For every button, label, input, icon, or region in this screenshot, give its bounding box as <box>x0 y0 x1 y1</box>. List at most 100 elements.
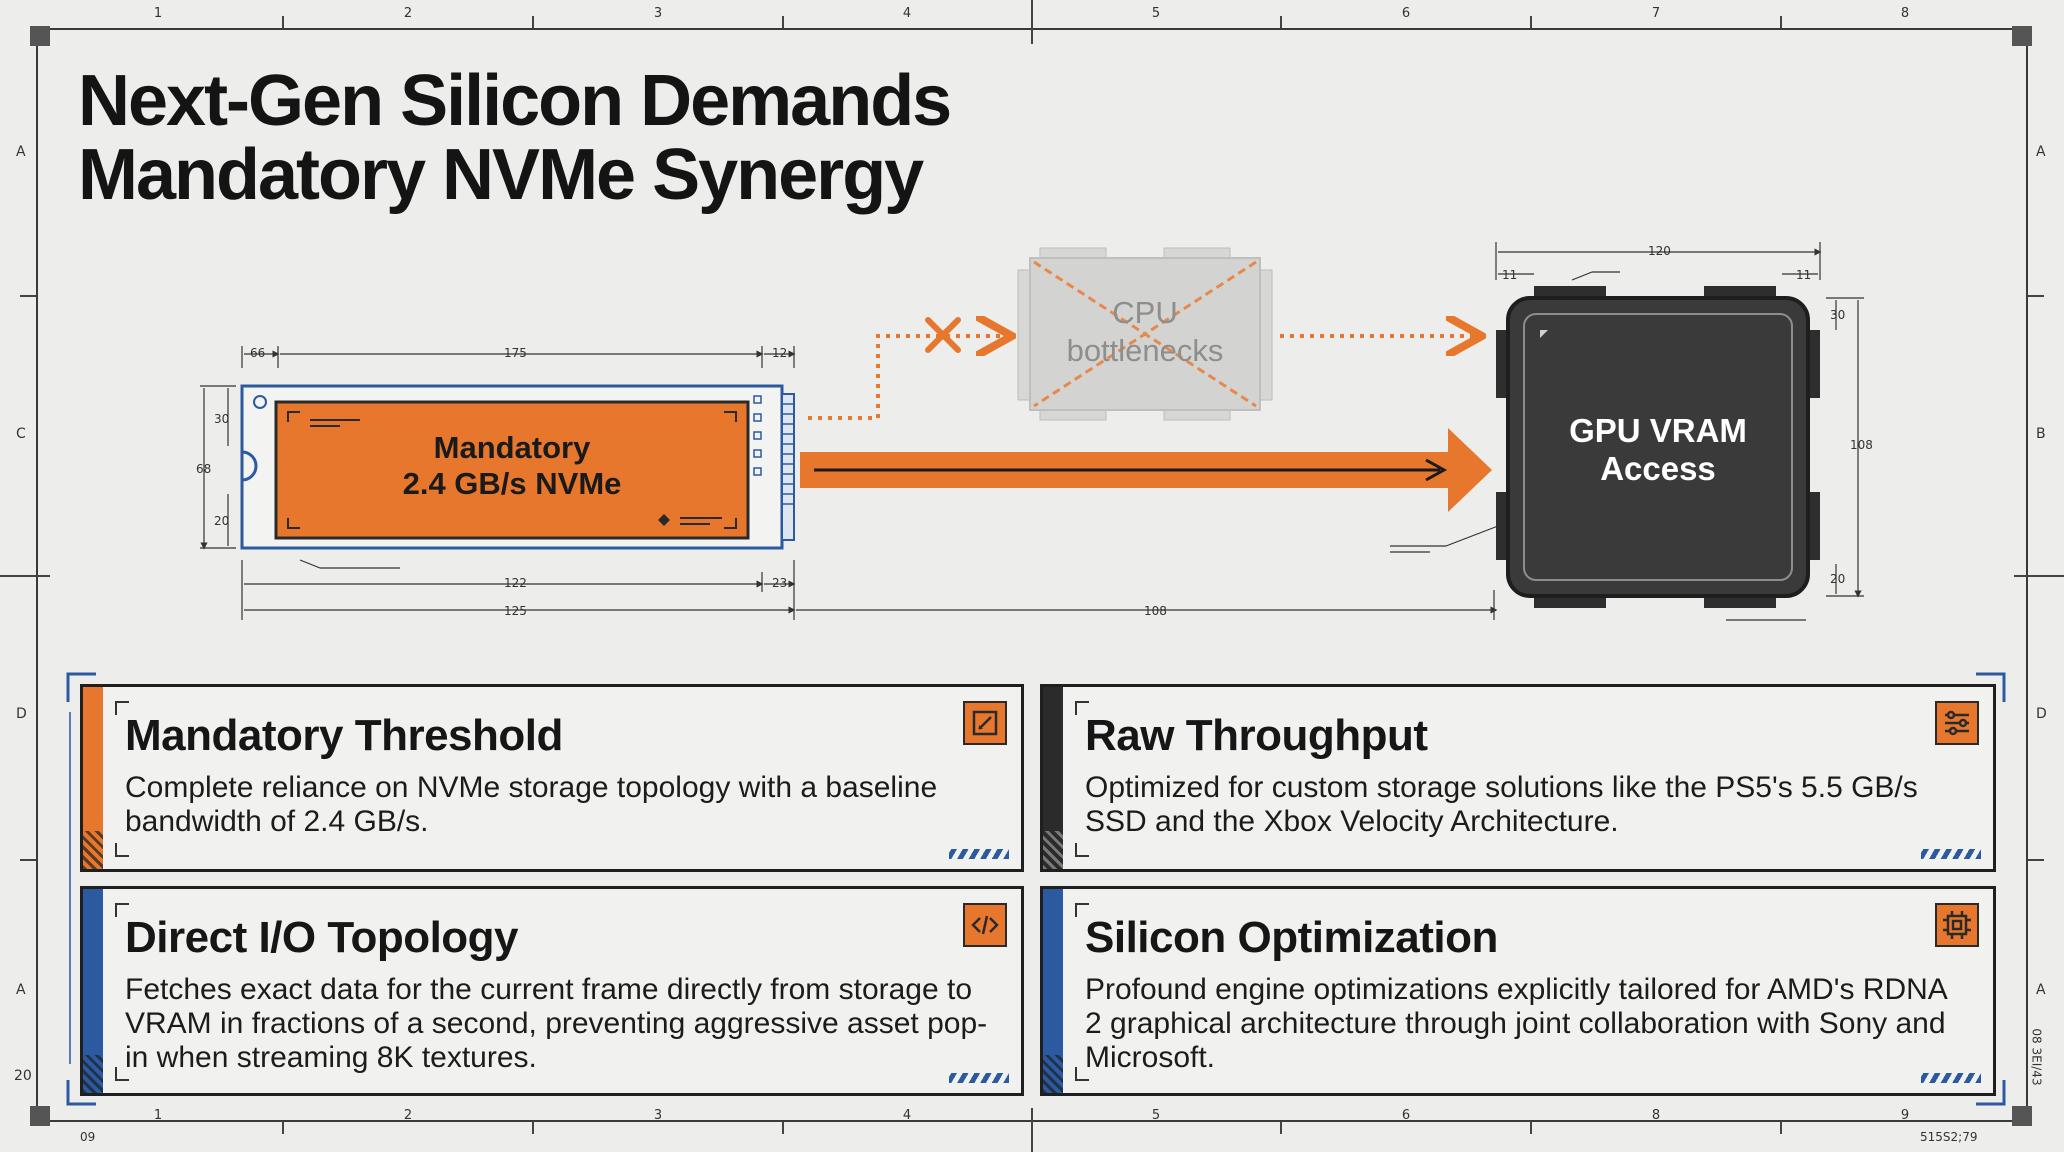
gpu-label-line-1: GPU VRAM <box>1569 412 1747 449</box>
gpu-dimensions <box>1390 242 1864 621</box>
card-corner-tl <box>1075 903 1089 917</box>
ruler-top-8: 8 <box>1900 6 1910 21</box>
title-line-2: Mandatory NVMe Synergy <box>78 135 924 215</box>
gpu-chip <box>1496 286 1820 608</box>
card-mandatory-threshold: Mandatory Threshold Complete reliance on… <box>80 684 1024 872</box>
direct-io-arrow <box>800 428 1492 512</box>
card-stripe-pattern <box>1043 831 1063 869</box>
ruler-left-a2: A <box>16 982 26 998</box>
card-title: Direct I/O Topology <box>125 913 519 962</box>
dim-108: 108 <box>1144 604 1167 618</box>
card-hatch <box>949 1073 1009 1083</box>
ruler-left-d: D <box>16 706 27 722</box>
ruler-bottom-4: 4 <box>902 1108 912 1123</box>
card-corner-bl <box>115 1067 129 1081</box>
nvme-label-line-2: 2.4 GB/s NVMe <box>402 466 622 501</box>
card-corner-tl <box>115 903 129 917</box>
dim-30: 30 <box>214 412 230 426</box>
card-hatch <box>949 849 1009 859</box>
gpu-label: GPU VRAM Access <box>1508 412 1808 488</box>
ruler-left-c: C <box>16 426 26 442</box>
dim-20: 20 <box>214 514 230 528</box>
ruler-bottom-2: 2 <box>403 1108 413 1123</box>
ruler-left-a: A <box>16 144 26 160</box>
dim-gpu-108: 108 <box>1850 438 1873 452</box>
frame-corner-br <box>2012 1106 2032 1126</box>
cpu-path-arrow <box>808 336 1008 420</box>
nvme-dimensions <box>200 346 1498 620</box>
card-accent-stripe <box>1043 687 1063 869</box>
nvme-label-line-1: Mandatory <box>433 430 591 465</box>
frame-bottom-right-code: 515S2;79 <box>1920 1130 1978 1144</box>
blocked-x-icon <box>925 317 961 353</box>
cpu-chip <box>1017 247 1273 421</box>
card-corner-bl <box>115 843 129 857</box>
card-body: Complete reliance on NVMe storage topolo… <box>125 771 938 838</box>
ruler-right-a2: A <box>2036 982 2046 998</box>
card-accent-stripe <box>1043 889 1063 1093</box>
dim-125: 125 <box>504 604 527 618</box>
card-stripe-pattern <box>1043 1055 1063 1093</box>
card-corner-bl <box>1075 1067 1089 1081</box>
dim-11-right: 11 <box>1796 268 1812 282</box>
ruler-bottom-1: 1 <box>153 1108 163 1123</box>
code-icon <box>963 903 1007 947</box>
ruler-top-1: 1 <box>153 6 163 21</box>
card-title: Silicon Optimization <box>1085 913 1498 962</box>
ruler-bottom-8: 9 <box>1900 1108 1910 1123</box>
dim-66: 66 <box>250 346 266 360</box>
frame-corner-bl <box>30 1106 50 1126</box>
cpu-label-line-2: bottlenecks <box>1066 333 1224 368</box>
ruler-top-3: 3 <box>653 6 663 21</box>
cpu-label: CPU bottlenecks <box>1030 294 1260 370</box>
card-raw-throughput: Raw Throughput Optimized for custom stor… <box>1040 684 1996 872</box>
ruler-bottom-7: 8 <box>1651 1108 1661 1123</box>
ruler-left-20: 20 <box>14 1068 32 1084</box>
ruler-bottom-5: 5 <box>1151 1108 1161 1123</box>
ruler-top-2: 2 <box>403 6 413 21</box>
sliders-icon <box>1935 701 1979 745</box>
dim-122: 122 <box>504 576 527 590</box>
dim-11-left: 11 <box>1502 268 1518 282</box>
frame-corner-tl <box>30 26 50 46</box>
dim-120: 120 <box>1648 244 1671 258</box>
edit-icon <box>963 701 1007 745</box>
dim-23: 23 <box>772 576 788 590</box>
ruler-top-7: 7 <box>1651 6 1661 21</box>
dim-gpu-30: 30 <box>1830 308 1846 322</box>
title-line-1: Next-Gen Silicon Demands <box>78 61 952 141</box>
card-silicon-optimization: Silicon Optimization Profound engine opt… <box>1040 886 1996 1096</box>
nvme-drive <box>240 384 795 550</box>
card-title: Mandatory Threshold <box>125 711 563 760</box>
ruler-bottom-3: 3 <box>653 1108 663 1123</box>
dim-12: 12 <box>772 346 788 360</box>
card-body: Optimized for custom storage solutions l… <box>1085 771 1918 838</box>
chip-icon <box>1935 903 1979 947</box>
ruler-right-a: A <box>2036 144 2046 160</box>
page-title: Next-Gen Silicon Demands Mandatory NVMe … <box>78 61 952 215</box>
cpu-label-line-1: CPU <box>1112 295 1178 330</box>
gpu-label-line-2: Access <box>1600 450 1716 487</box>
card-accent-stripe <box>83 687 103 869</box>
card-hatch <box>1921 849 1981 859</box>
card-corner-tl <box>115 701 129 715</box>
card-body: Fetches exact data for the current frame… <box>125 973 988 1074</box>
dim-175: 175 <box>504 346 527 360</box>
ruler-bottom-6: 6 <box>1401 1108 1411 1123</box>
card-title: Raw Throughput <box>1085 711 1428 760</box>
ruler-top-5: 5 <box>1151 6 1161 21</box>
card-stripe-pattern <box>83 1055 103 1093</box>
card-corner-tl <box>1075 701 1089 715</box>
frame-corner-tr <box>2012 26 2032 46</box>
card-body: Profound engine optimizations explicitly… <box>1085 973 1947 1074</box>
dim-gpu-20: 20 <box>1830 572 1846 586</box>
ruler-right-b: B <box>2036 426 2046 442</box>
card-hatch <box>1921 1073 1981 1083</box>
ruler-top-6: 6 <box>1401 6 1411 21</box>
card-corner-bl <box>1075 843 1089 857</box>
ruler-right-d: D <box>2036 706 2047 722</box>
ruler-top-4: 4 <box>902 6 912 21</box>
